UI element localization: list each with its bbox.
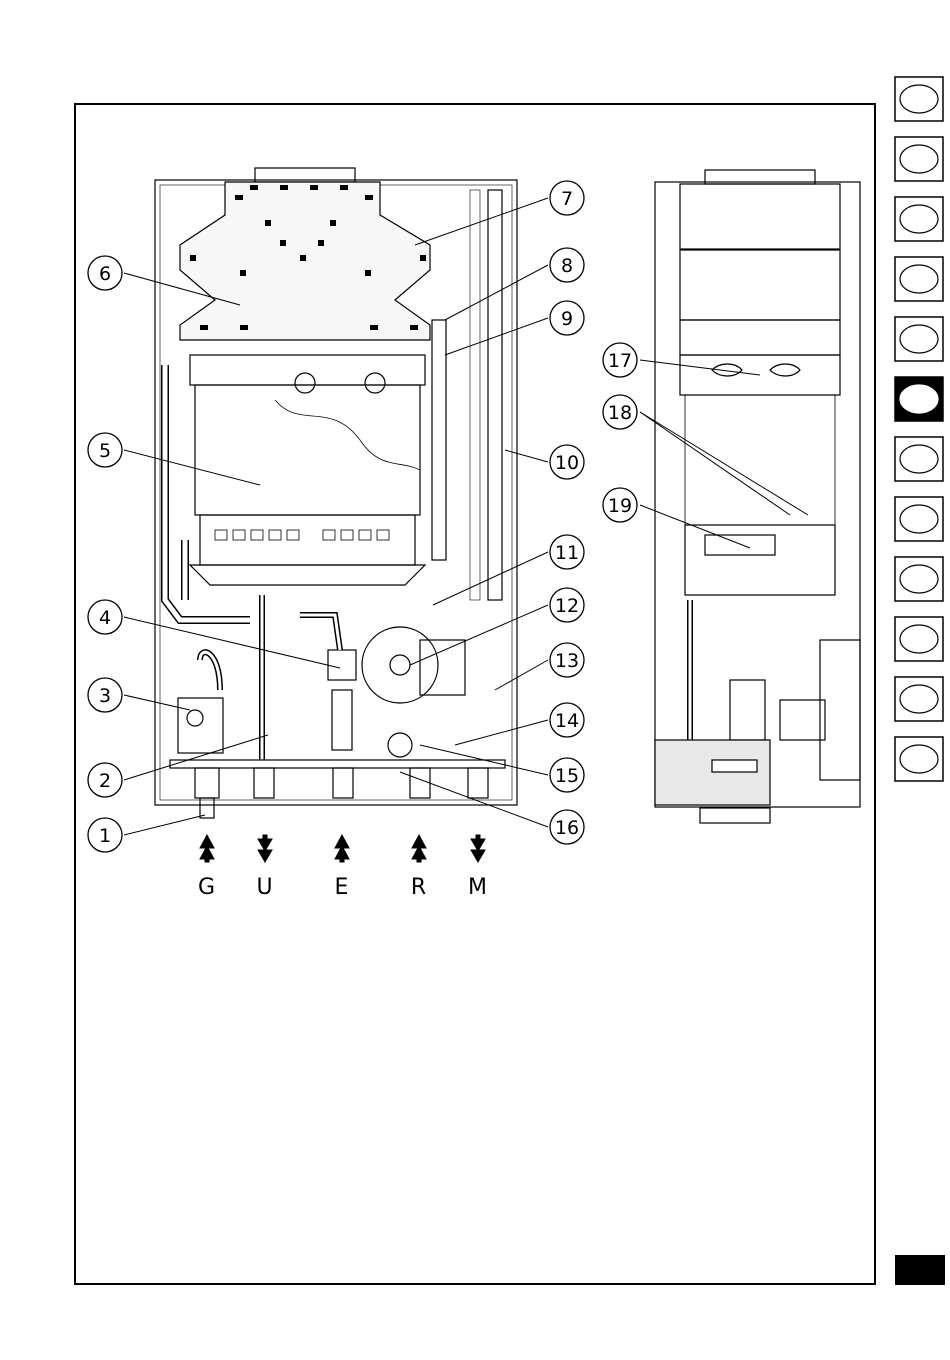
callout-3: 3: [88, 678, 122, 712]
callout-6: 6: [88, 256, 122, 290]
language-tab[interactable]: [895, 257, 943, 301]
gas-valve: [178, 698, 223, 753]
arrow-up-icon: [412, 835, 426, 862]
svg-text:10: 10: [555, 452, 579, 474]
callout-1: 1: [88, 818, 122, 852]
callout-7: 7: [550, 181, 584, 215]
svg-text:7: 7: [561, 188, 573, 210]
language-tabs: [895, 77, 943, 781]
callout-4: 4: [88, 600, 122, 634]
svg-text:3: 3: [99, 685, 111, 707]
language-tab[interactable]: [895, 737, 943, 781]
callout-8: 8: [550, 248, 584, 282]
callout-14: 14: [550, 703, 584, 737]
arrow-up-icon: [335, 835, 349, 862]
svg-text:19: 19: [608, 495, 632, 517]
arrow-up-icon: [200, 835, 214, 862]
svg-text:5: 5: [99, 440, 111, 462]
callout-18: 18: [603, 395, 637, 429]
pump: [362, 627, 438, 703]
callout-16: 16: [550, 810, 584, 844]
combustion-chamber: [195, 385, 420, 515]
svg-text:16: 16: [555, 817, 579, 839]
language-tab[interactable]: [895, 617, 943, 661]
front-view: [155, 168, 517, 818]
arrow-down-icon: [471, 835, 485, 862]
language-tab[interactable]: [895, 77, 943, 121]
callout-19: 19: [603, 488, 637, 522]
connection-label-g: G: [198, 875, 216, 900]
language-tab[interactable]: [895, 197, 943, 241]
callout-13: 13: [550, 643, 584, 677]
page-number-box: [895, 1255, 945, 1285]
svg-text:12: 12: [555, 595, 579, 617]
callout-5: 5: [88, 433, 122, 467]
arrow-down-icon: [258, 835, 272, 862]
callout-15: 15: [550, 758, 584, 792]
callout-17: 17: [603, 343, 637, 377]
svg-text:2: 2: [99, 770, 111, 792]
connection-label-r: R: [411, 875, 427, 900]
flow-arrows: [200, 835, 485, 862]
svg-text:13: 13: [555, 650, 579, 672]
callout-10: 10: [550, 445, 584, 479]
pressure-gauge: [388, 733, 412, 757]
svg-text:15: 15: [555, 765, 579, 787]
svg-text:1: 1: [99, 825, 111, 847]
connection-label-u: U: [256, 875, 273, 900]
callout-2: 2: [88, 763, 122, 797]
svg-text:11: 11: [555, 542, 579, 564]
svg-text:8: 8: [561, 255, 573, 277]
svg-text:9: 9: [561, 308, 573, 330]
svg-text:17: 17: [608, 350, 632, 372]
svg-text:6: 6: [99, 263, 111, 285]
language-tab[interactable]: [895, 317, 943, 361]
fan: [680, 250, 840, 320]
side-view: [655, 170, 860, 823]
language-tab[interactable]: [895, 137, 943, 181]
svg-text:4: 4: [99, 607, 111, 629]
connection-label-m: M: [468, 875, 488, 900]
language-tab[interactable]: [895, 377, 943, 421]
flag-oval-icon: [900, 385, 938, 413]
language-tab[interactable]: [895, 437, 943, 481]
callout-9: 9: [550, 301, 584, 335]
language-tab[interactable]: [895, 557, 943, 601]
language-tab[interactable]: [895, 497, 943, 541]
callout-11: 11: [550, 535, 584, 569]
language-tab[interactable]: [895, 677, 943, 721]
connection-label-e: E: [335, 875, 350, 900]
svg-text:18: 18: [608, 402, 632, 424]
callout-12: 12: [550, 588, 584, 622]
svg-text:14: 14: [555, 710, 579, 732]
